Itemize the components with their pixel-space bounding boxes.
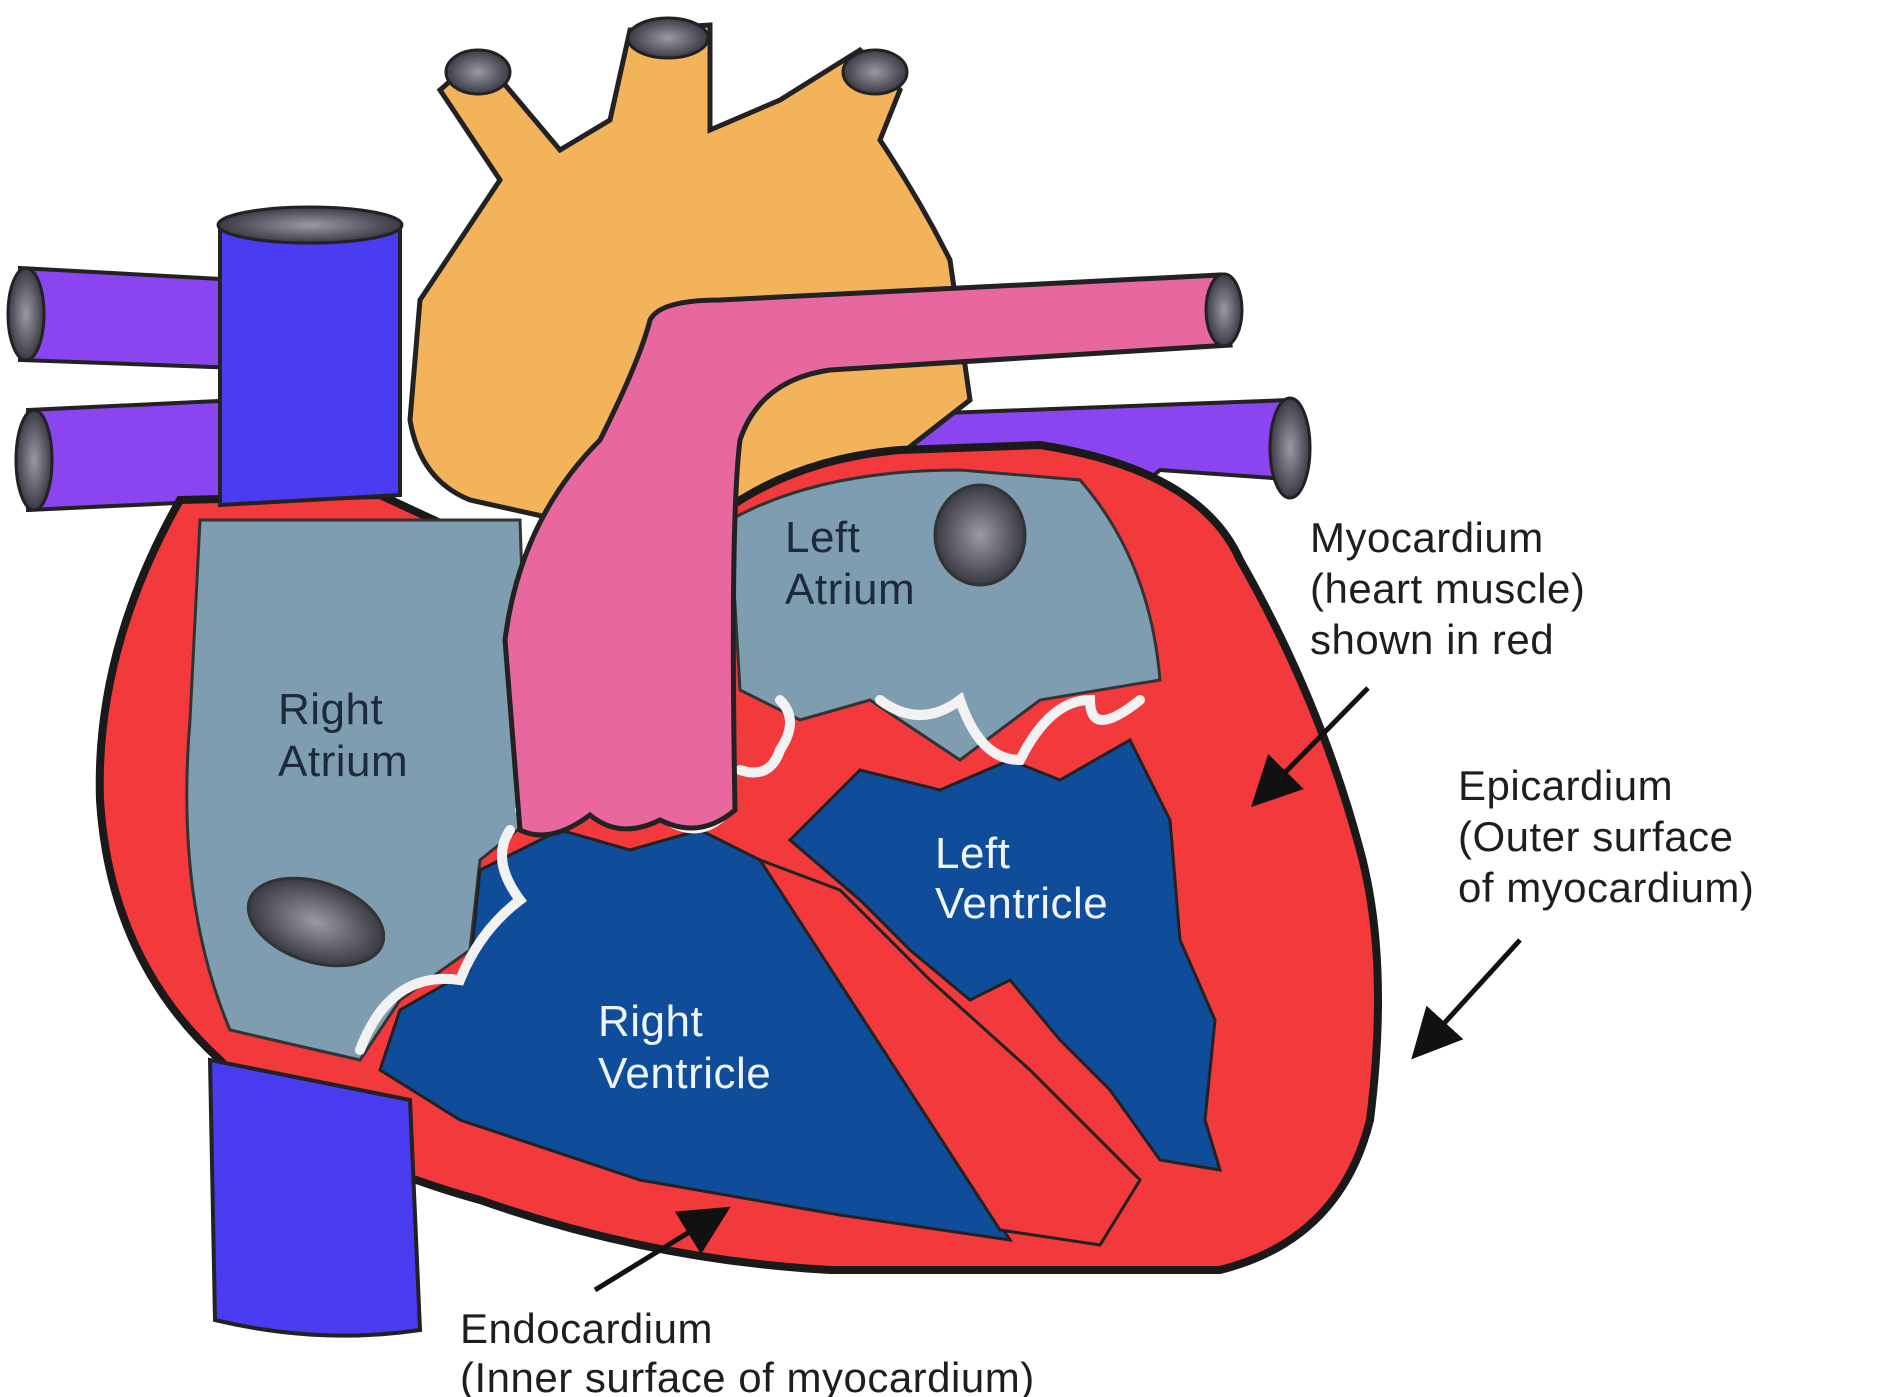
superior-vena-cava-opening xyxy=(218,207,402,243)
callout-epicardium-line-2: (Outer surface xyxy=(1458,813,1733,860)
label-right-atrium-line-1: Right xyxy=(278,685,383,734)
callout-myocardium-line-2: (heart muscle) xyxy=(1310,565,1585,612)
callout-epicardium-line-1: Epicardium xyxy=(1458,762,1673,809)
callout-endocardium: Endocardium (Inner surface of myocardium… xyxy=(460,1305,1035,1397)
aorta-branch-opening-2 xyxy=(628,18,708,58)
inferior-vena-cava xyxy=(210,1060,420,1336)
left-atrium-vessel-opening xyxy=(935,485,1025,585)
callout-epicardium-line-3: of myocardium) xyxy=(1458,864,1754,911)
left-pulmonary-vein-upper-opening xyxy=(8,268,44,360)
arrow-icon xyxy=(1418,940,1520,1052)
label-right-ventricle-line-2: Ventricle xyxy=(598,1049,771,1098)
pulmonary-artery-opening xyxy=(1206,274,1242,346)
aorta-branch-opening-1 xyxy=(446,50,510,94)
callout-epicardium: Epicardium (Outer surface of myocardium) xyxy=(1458,762,1754,911)
left-pulmonary-vein-lower xyxy=(28,400,240,510)
callout-myocardium-line-1: Myocardium xyxy=(1310,514,1544,561)
superior-vena-cava xyxy=(220,225,400,505)
aorta-branch-opening-3 xyxy=(843,50,907,94)
left-pulmonary-vein-lower-opening xyxy=(16,410,52,510)
label-left-ventricle-line-2: Ventricle xyxy=(935,879,1108,928)
callout-myocardium: Myocardium (heart muscle) shown in red xyxy=(1310,514,1598,663)
label-left-atrium-line-1: Left xyxy=(785,513,860,562)
callout-endocardium-line-1: Endocardium xyxy=(460,1305,713,1352)
left-pulmonary-vein-upper xyxy=(20,268,240,368)
callout-myocardium-line-3: shown in red xyxy=(1310,616,1554,663)
right-pulmonary-vein-opening xyxy=(1270,398,1310,498)
label-right-ventricle-line-1: Right xyxy=(598,997,703,1046)
label-left-ventricle-line-1: Left xyxy=(935,829,1010,878)
label-left-atrium-line-2: Atrium xyxy=(785,565,915,614)
callout-endocardium-line-2: (Inner surface of myocardium) xyxy=(460,1354,1035,1397)
label-right-atrium-line-2: Atrium xyxy=(278,737,408,786)
